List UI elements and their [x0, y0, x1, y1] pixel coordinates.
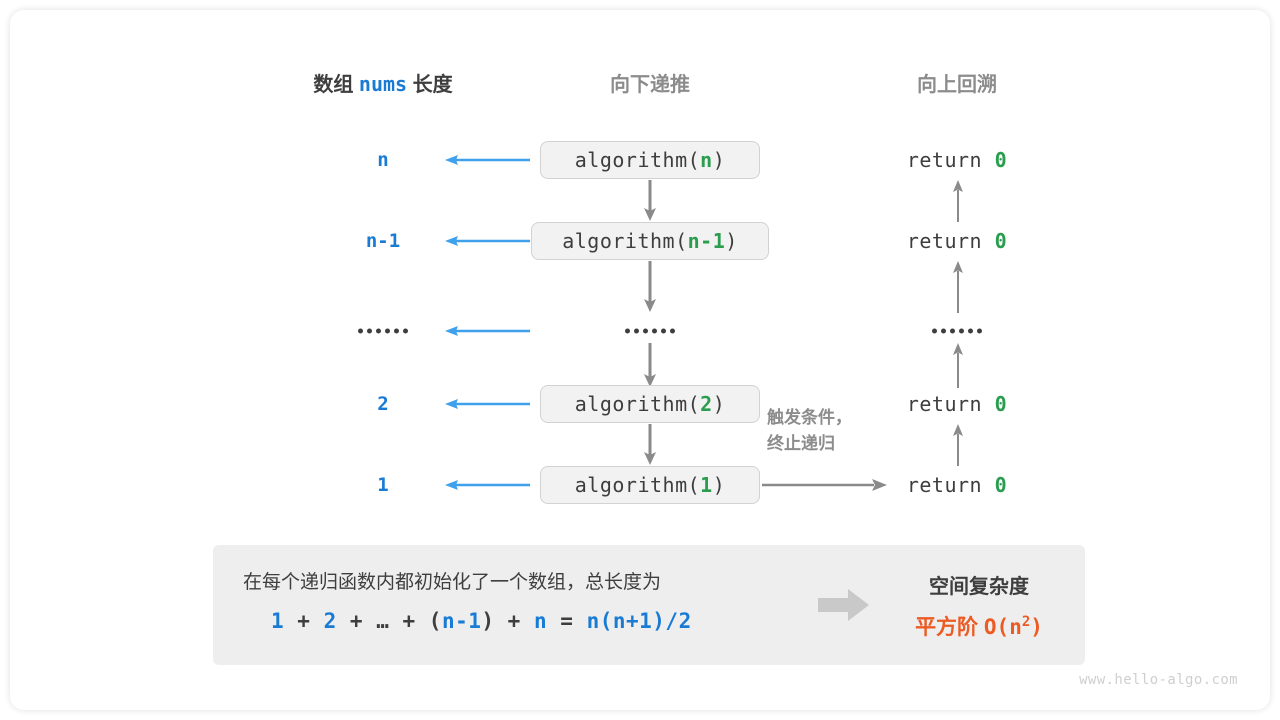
call-arg-row-1: n	[700, 148, 713, 172]
complexity-block: 空间复杂度 平方阶 O(n2)	[873, 545, 1085, 665]
down-arrow-ellipsis-to-3	[644, 343, 656, 387]
down-arrow-1-to-2	[644, 180, 656, 221]
length-label-row-2: n-1	[365, 230, 401, 252]
summary-panel: 在每个递归函数内都初始化了一个数组，总长度为 1 + 2 + … + (n-1)…	[213, 545, 1085, 665]
dot	[634, 328, 639, 334]
dot	[670, 328, 675, 334]
return-label-row-4: return 0	[907, 392, 1007, 416]
base-case-arrow	[762, 479, 887, 491]
return-value-row-4: 0	[994, 392, 1008, 416]
return-value-row-1: 0	[994, 148, 1008, 172]
length-label-row-1: n	[377, 149, 389, 171]
formula-token-8: )	[481, 609, 495, 633]
diagram-canvas: 数组 nums 长度 向下递推 向上回溯 n algorithm(n) retu…	[10, 10, 1270, 710]
complexity-exponent: 2	[1021, 613, 1031, 630]
return-keyword-row-1: return	[906, 148, 983, 172]
formula-token-11: =	[547, 609, 587, 633]
dot	[652, 328, 657, 334]
formula-token-6: (	[428, 609, 442, 633]
call-box-row-4: algorithm(2)	[540, 385, 760, 423]
blue-left-arrow-row-4	[445, 399, 530, 409]
dot	[941, 328, 946, 334]
formula-token-2: 2	[323, 609, 337, 633]
down-arrow-4-to-5	[644, 424, 656, 465]
complexity-notation: O(n	[983, 614, 1022, 639]
dot	[358, 328, 363, 334]
return-keyword-row-5: return	[906, 473, 983, 497]
call-name-row-4: algorithm	[574, 392, 688, 416]
return-ellipsis	[932, 328, 982, 334]
length-ellipsis	[358, 328, 408, 334]
dot	[959, 328, 964, 334]
call-name-row-1: algorithm	[574, 148, 688, 172]
call-name-row-5: algorithm	[574, 473, 688, 497]
formula-token-12: n(n+1)/2	[586, 609, 692, 633]
right-block-arrow-icon	[818, 589, 869, 621]
watermark: www.hello-algo.com	[1079, 672, 1238, 688]
dot	[394, 328, 399, 334]
dot	[385, 328, 390, 334]
down-arrow-2-to-ellipsis	[644, 261, 656, 312]
dot	[661, 328, 666, 334]
column-header-recurse-down: 向下递推	[610, 74, 690, 96]
summary-formula: 1 + 2 + … + (n-1) + n = n(n+1)/2	[271, 609, 692, 633]
complexity-value: 平方阶 O(n2)	[915, 611, 1043, 641]
complexity-notation-close: )	[1030, 614, 1043, 639]
dot	[643, 328, 648, 334]
formula-token-10: n	[533, 609, 548, 633]
up-arrow-5-to-4	[953, 424, 963, 466]
return-value-row-2: 0	[994, 229, 1008, 253]
summary-description: 在每个递归函数内都初始化了一个数组，总长度为	[243, 572, 662, 593]
return-label-row-2: return 0	[907, 229, 1007, 253]
dot	[625, 328, 630, 334]
call-box-row-2: algorithm(n-1)	[531, 222, 769, 260]
blue-left-arrow-row-2	[445, 236, 530, 246]
trigger-note-line-1: 触发条件，	[767, 408, 852, 427]
complexity-label: 平方阶	[915, 615, 979, 639]
complexity-title: 空间复杂度	[929, 575, 1029, 598]
call-box-row-1: algorithm(n)	[540, 141, 760, 179]
up-arrow-3-to-ellipsis	[953, 343, 963, 388]
up-arrow-ellipsis-to-2	[953, 261, 963, 313]
formula-token-7: n-1	[441, 609, 482, 633]
dot	[403, 328, 408, 334]
trigger-note-line-2: 终止递归	[767, 434, 835, 454]
call-name-row-2: algorithm	[562, 229, 676, 253]
call-box-row-5: algorithm(1)	[540, 466, 760, 504]
formula-token-4: …	[376, 609, 390, 633]
column-header-suffix: 长度	[412, 74, 453, 96]
return-keyword-row-4: return	[906, 392, 983, 416]
formula-token-3: +	[336, 609, 377, 633]
formula-token-0: 1	[271, 609, 285, 633]
dot	[977, 328, 982, 334]
column-header-prefix: 数组	[313, 74, 354, 96]
call-arg-row-5: 1	[700, 473, 713, 497]
up-arrow-2-to-1	[953, 180, 963, 222]
dot	[950, 328, 955, 334]
blue-left-arrow-row-5	[445, 480, 530, 490]
call-arg-row-2: n-1	[687, 229, 726, 253]
dot	[367, 328, 372, 334]
formula-token-1: +	[284, 609, 324, 633]
length-label-row-5: 1	[377, 474, 389, 496]
column-header-code: nums	[358, 72, 408, 96]
blue-left-arrow-row-ellipsis	[445, 326, 530, 336]
formula-token-9: +	[494, 609, 534, 633]
dot	[932, 328, 937, 334]
return-label-row-5: return 0	[907, 473, 1007, 497]
formula-token-5: +	[389, 609, 429, 633]
return-label-row-1: return 0	[907, 148, 1007, 172]
call-ellipsis	[625, 328, 675, 334]
dot	[968, 328, 973, 334]
column-header-return-up: 向上回溯	[917, 74, 997, 96]
length-label-row-4: 2	[377, 393, 389, 415]
column-header-array-length: 数组 nums 长度	[313, 68, 452, 97]
call-arg-row-4: 2	[700, 392, 713, 416]
return-keyword-row-2: return	[906, 229, 983, 253]
return-value-row-5: 0	[994, 473, 1008, 497]
blue-left-arrow-row-1	[445, 155, 530, 165]
dot	[376, 328, 381, 334]
trigger-condition-note: 触发条件， 终止递归	[767, 405, 852, 458]
